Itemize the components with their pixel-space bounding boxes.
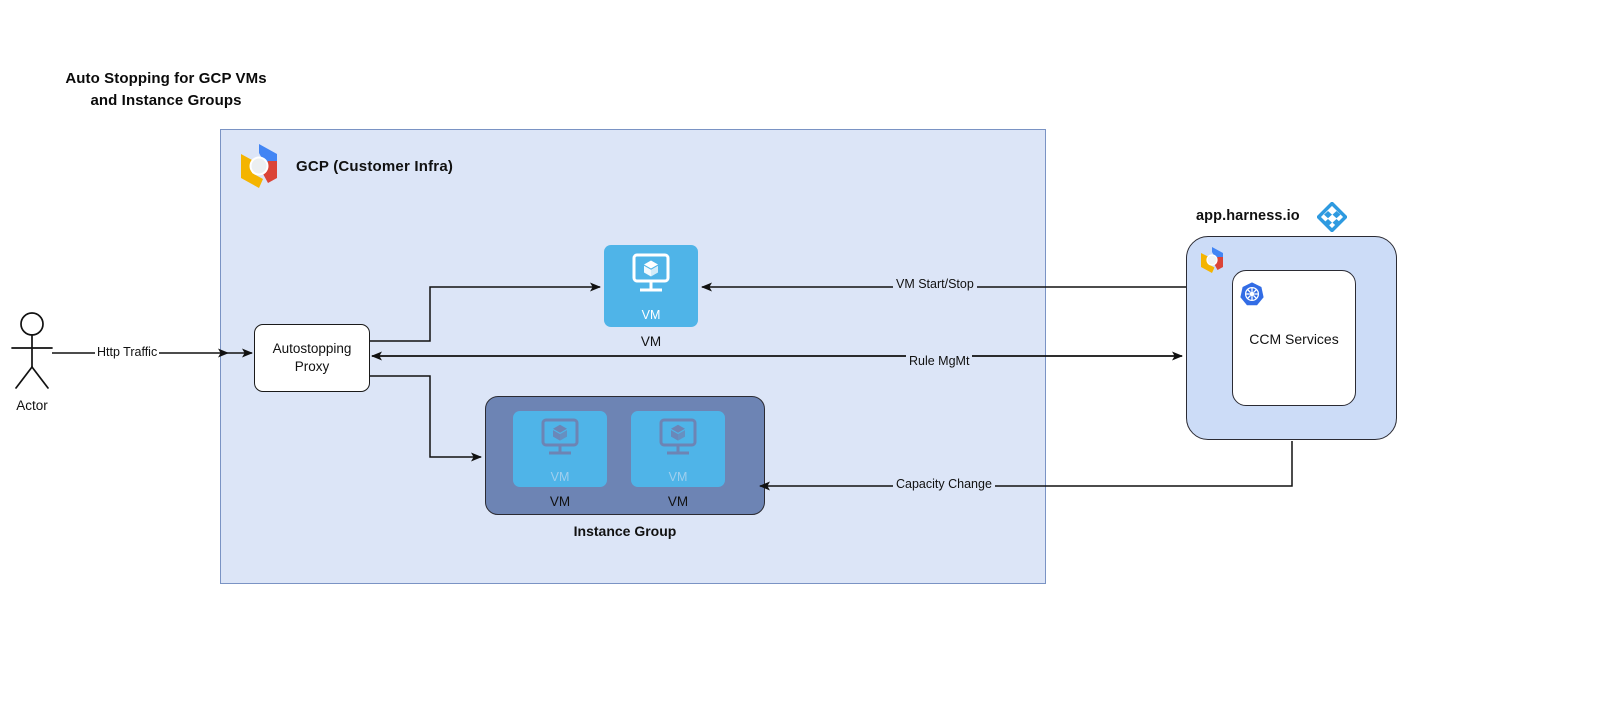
edge-label-rule-mgmt: Rule MgMt xyxy=(906,354,973,368)
edge-label-vm-start-stop: VM Start/Stop xyxy=(893,277,977,291)
harness-title: app.harness.io xyxy=(1196,208,1300,224)
diagram-title-line-1: Auto Stopping for GCP VMs xyxy=(65,70,267,87)
vm-monitor-cube-icon xyxy=(632,253,670,292)
instance-group-vm-2: VM xyxy=(631,411,725,487)
kubernetes-icon xyxy=(1239,281,1265,307)
instance-group-container: VM VM VM VM xyxy=(485,396,765,515)
gcp-logo-icon xyxy=(232,139,286,193)
vm-monitor-cube-icon xyxy=(541,418,579,455)
autostopping-proxy-label-line-2: Proxy xyxy=(294,359,330,374)
vm-node: VM xyxy=(604,245,698,327)
edge-label-capacity-change: Capacity Change xyxy=(893,477,995,491)
autostopping-proxy-label-line-1: Autostopping xyxy=(272,340,352,356)
diagram-title-line-2: and Instance Groups xyxy=(90,91,242,109)
diagram-title: Auto Stopping for GCP VMs and Instance G… xyxy=(46,68,286,112)
instance-group-caption: Instance Group xyxy=(573,523,677,539)
stick-figure-actor-icon xyxy=(6,312,58,390)
vm-node-inner-label: VM xyxy=(641,308,661,322)
instance-group-vm-2-caption: VM xyxy=(667,494,689,509)
instance-group-vm-1: VM xyxy=(513,411,607,487)
ccm-services-label: CCM Services xyxy=(1249,331,1339,347)
edge-label-http-traffic: Http Traffic xyxy=(95,345,160,359)
instance-group-vm-2-inner-label: VM xyxy=(668,470,688,484)
actor-label: Actor xyxy=(16,398,48,413)
instance-group-vm-1-caption: VM xyxy=(549,494,571,509)
vm-monitor-cube-icon xyxy=(659,418,697,455)
vm-node-caption: VM xyxy=(640,334,662,349)
gcp-logo-icon xyxy=(1196,244,1228,276)
gcp-container-label: GCP (Customer Infra) xyxy=(296,158,454,175)
autostopping-proxy-node: Autostopping Proxy xyxy=(254,324,370,392)
instance-group-vm-1-inner-label: VM xyxy=(550,470,570,484)
harness-diamond-logo-icon xyxy=(1316,201,1348,233)
